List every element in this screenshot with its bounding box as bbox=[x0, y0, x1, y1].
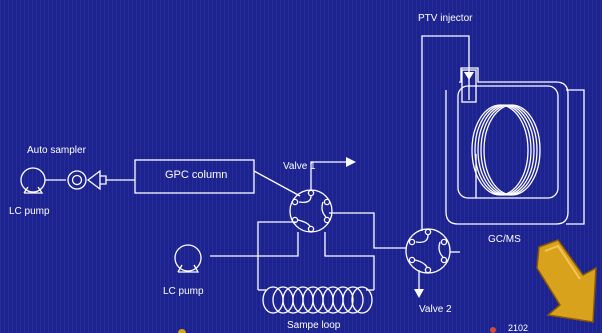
valve1-outlet-arrowhead bbox=[346, 157, 356, 167]
bottom-left-mark bbox=[178, 329, 186, 333]
bottom-right-mark bbox=[490, 327, 496, 333]
valve-1-label: Valve 1 bbox=[283, 161, 316, 172]
lc-pump-left-icon bbox=[20, 167, 46, 194]
yellow-arrow-icon bbox=[536, 239, 597, 323]
valve-2-label: Valve 2 bbox=[419, 304, 452, 315]
sample-loop-label: Sampe loop bbox=[287, 320, 341, 331]
lc-pump-bottom-icon bbox=[174, 244, 202, 273]
ptv-injector-label: PTV injector bbox=[418, 13, 473, 24]
valve1-pump-line bbox=[210, 232, 299, 257]
valve1-outlet-line bbox=[310, 161, 346, 190]
lc-pump-left-label: LC pump bbox=[9, 206, 50, 217]
lc-pump-bottom-label: LC pump bbox=[163, 286, 204, 297]
valve-2-icon bbox=[405, 228, 451, 274]
valve2-outlet-arrowhead bbox=[414, 289, 424, 298]
gpc-column-label: GPC column bbox=[165, 169, 228, 181]
valve1-to-valve2-line bbox=[329, 212, 406, 249]
auto-sampler-label: Auto sampler bbox=[27, 145, 86, 156]
corner-number-label: 2102 bbox=[508, 323, 529, 333]
valve1-loop-right-line bbox=[324, 232, 375, 290]
sample-loop-coil-icon bbox=[258, 286, 374, 314]
valve1-loop-left-line bbox=[257, 221, 296, 290]
ptv-injector-icon bbox=[461, 69, 477, 103]
ptv-inlet-arrowhead bbox=[464, 72, 474, 80]
column-to-valve1-line bbox=[253, 170, 301, 197]
valve2-to-ptv-line bbox=[421, 35, 470, 231]
gcms-label: GC/MS bbox=[488, 234, 521, 245]
gcms-oven-icon bbox=[445, 67, 585, 225]
gpc-column-box bbox=[134, 159, 255, 194]
valve-1-icon bbox=[289, 189, 333, 233]
auto-sampler-icon bbox=[67, 169, 107, 191]
